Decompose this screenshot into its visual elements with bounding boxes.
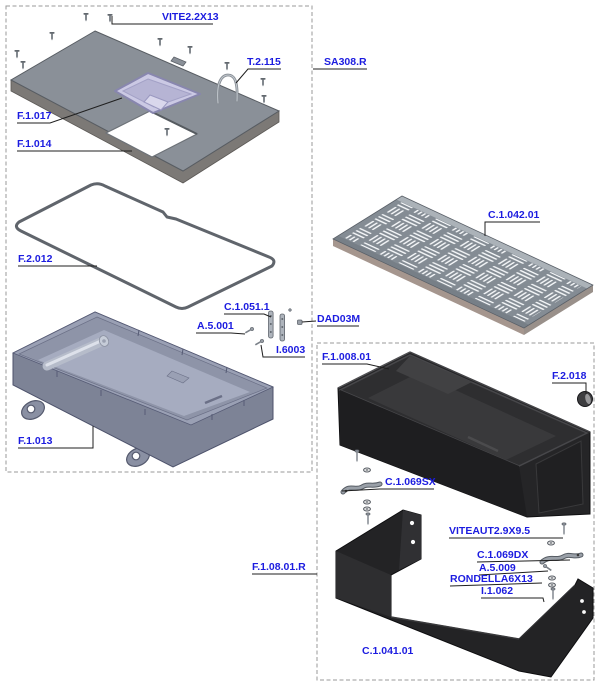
tab-hole (131, 451, 141, 461)
part-label-a5-001: A.5.001 (197, 320, 234, 332)
tray-roller (42, 335, 110, 371)
part-label-f1-08-01-r: F.1.08.01.R (252, 561, 306, 573)
part-label-f1-014: F.1.014 (17, 138, 52, 150)
part-label-c1-069dx: C.1.069DX (477, 549, 529, 561)
part-label-vite2-2x13: VITE2.2X13 (162, 11, 219, 23)
gasket-f2012 (14, 182, 276, 310)
grille-c104201 (332, 195, 594, 335)
part-label-rondella: RONDELLA6X13 (450, 573, 533, 585)
screw-i6003-icon (253, 338, 265, 347)
plates-c10511 (268, 310, 285, 342)
part-label-sa308-r: SA308.R (324, 56, 367, 68)
part-label-f2-012: F.2.012 (18, 253, 53, 265)
bracket-c1069sx (340, 449, 383, 526)
part-label-f1-008-01: F.1.008.01 (322, 351, 372, 363)
part-label-i1-062: I.1.062 (481, 585, 514, 597)
screw-a5001-icon (243, 326, 255, 335)
assembly-box-sa308 (5, 5, 313, 473)
part-label-dad03m: DAD03M (317, 313, 361, 325)
part-label-f1-013: F.1.013 (18, 435, 53, 447)
bracket-hole (580, 599, 584, 603)
lid-tab (170, 56, 187, 67)
part-label-a5-009: A.5.009 (479, 562, 516, 574)
tray-f1013 (12, 311, 274, 468)
nut-dad03m (288, 308, 303, 325)
dark-tray-f100801 (337, 351, 591, 518)
part-label-viteaut: VITEAUT2.9X9.5 (449, 525, 531, 537)
part-label-c1-051-1: C.1.051.1 (224, 301, 270, 313)
assembly-box-f10801 (316, 342, 595, 681)
part-label-c1-041-01: C.1.041.01 (362, 645, 414, 657)
screw-i1062-icon (550, 587, 556, 601)
bracket-hole (410, 539, 416, 545)
part-label-c1-069sx: C.1.069SX (385, 476, 436, 488)
washer-rondella-icon (548, 575, 556, 581)
part-label-f2-018: F.2.018 (552, 370, 587, 382)
part-label-t2-115: T.2.115 (247, 56, 281, 68)
bracket-c1069dx (539, 522, 584, 601)
bracket-hole (582, 610, 586, 614)
part-label-i6003: I.6003 (276, 344, 306, 356)
tab-hole (26, 404, 36, 414)
bracket-hole (409, 520, 415, 526)
part-label-c1-042-01: C.1.042.01 (488, 209, 540, 221)
washer-rondella-icon (548, 582, 556, 588)
handle-t2115 (216, 73, 239, 105)
knob-f2018 (577, 391, 593, 407)
u-bracket-c104101 (335, 509, 594, 678)
part-label-f1-017: F.1.017 (17, 110, 52, 122)
inner-tray-f1017 (114, 72, 201, 114)
leader-lines (17, 16, 587, 603)
